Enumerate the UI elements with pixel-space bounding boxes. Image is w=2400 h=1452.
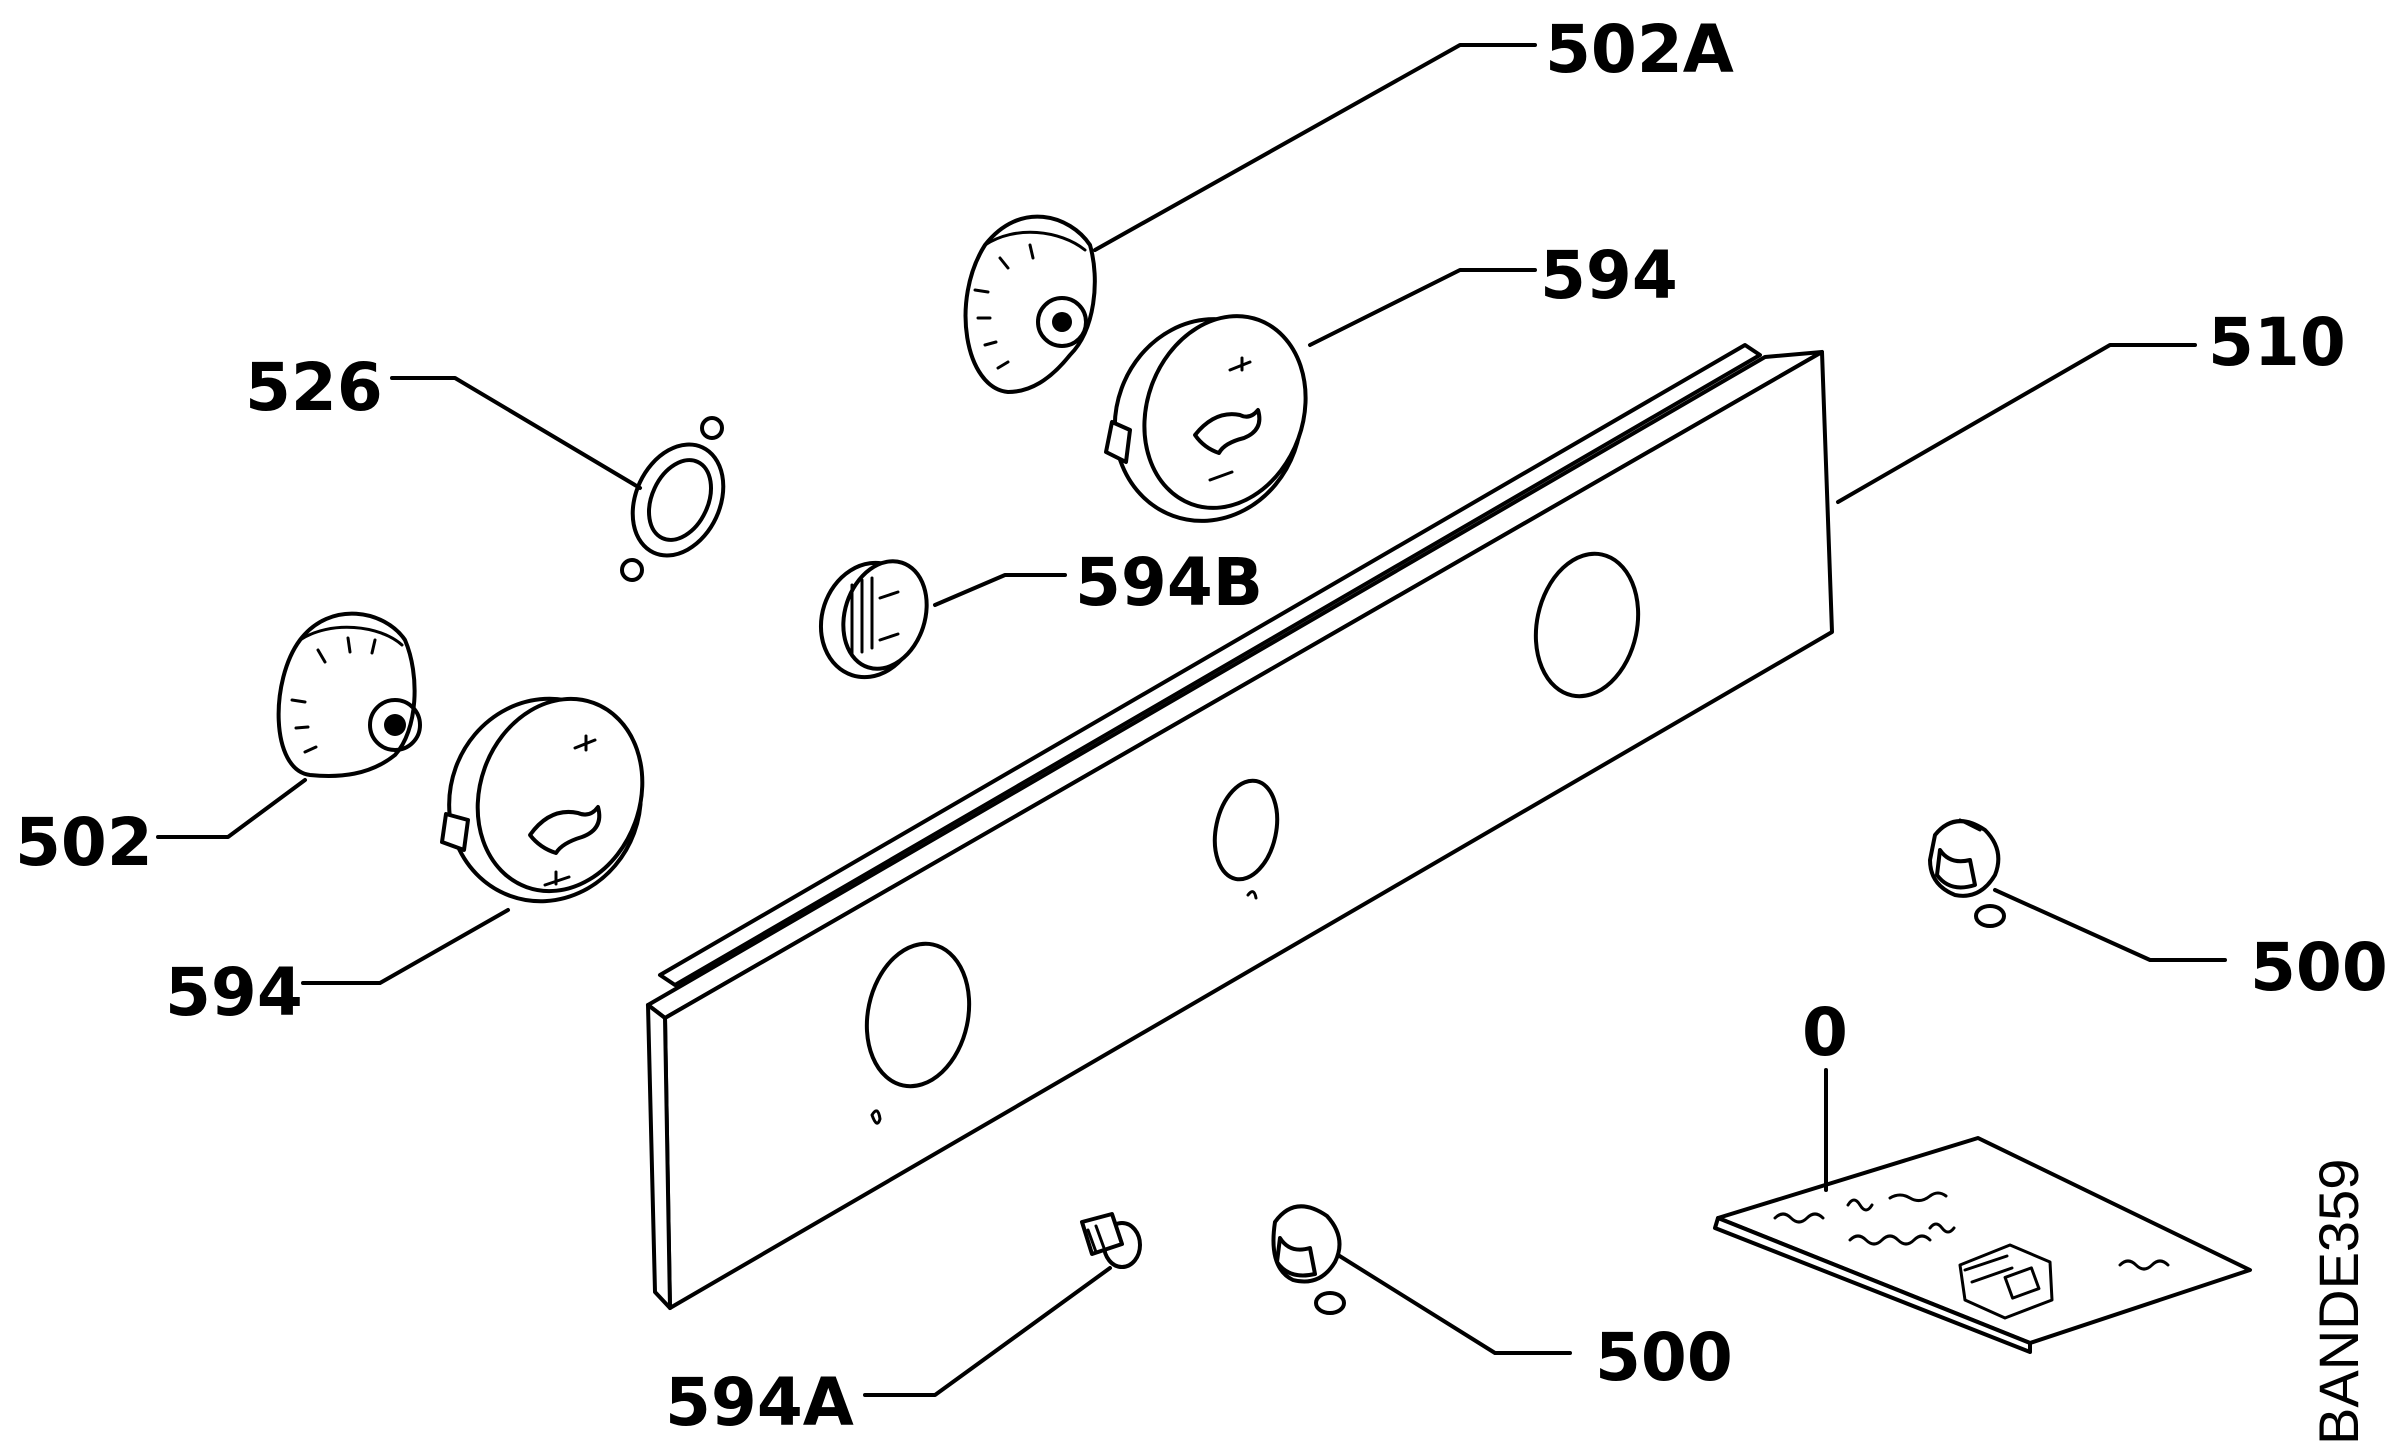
instruction-manual-0 bbox=[1713, 1136, 2252, 1354]
label-502A: 502A bbox=[1545, 11, 1734, 88]
part-labels: 502A 594 510 526 594B 502 594 500 0 594A… bbox=[15, 11, 2388, 1441]
screw-594A bbox=[1080, 1212, 1142, 1269]
leader-lines bbox=[156, 43, 2227, 1397]
knob-502A bbox=[963, 214, 1097, 394]
leader-500-bottom bbox=[1336, 1253, 1572, 1355]
label-500-right: 500 bbox=[2250, 929, 2388, 1006]
leader-526 bbox=[390, 376, 642, 490]
small-knob-500-bottom bbox=[1271, 1204, 1346, 1315]
label-526: 526 bbox=[245, 349, 383, 426]
label-0: 0 bbox=[1802, 994, 1848, 1071]
drawing-code: BANDE359 bbox=[2307, 1159, 2370, 1445]
control-panel-510 bbox=[646, 343, 1834, 1310]
leader-594B bbox=[933, 573, 1067, 607]
panel-hole-large-left bbox=[864, 941, 972, 1089]
leader-500-right bbox=[1993, 888, 2227, 962]
label-594-left: 594 bbox=[165, 954, 303, 1031]
label-500-bottom: 500 bbox=[1595, 1319, 1733, 1396]
label-594A: 594A bbox=[665, 1364, 854, 1441]
knob-skirt-594-top bbox=[1104, 314, 1308, 523]
leader-502 bbox=[156, 778, 307, 839]
label-510: 510 bbox=[2208, 304, 2346, 381]
leader-594-top bbox=[1308, 268, 1537, 347]
leader-594A bbox=[863, 1266, 1112, 1397]
knob-502 bbox=[276, 611, 422, 778]
leader-510 bbox=[1836, 343, 2197, 504]
label-502: 502 bbox=[15, 804, 153, 881]
knob-skirt-594-left bbox=[440, 696, 645, 904]
insert-594B bbox=[818, 559, 929, 680]
leader-594-left bbox=[301, 908, 510, 985]
panel-hole-large-right bbox=[1533, 551, 1641, 699]
bezel-526 bbox=[620, 416, 726, 582]
label-594B: 594B bbox=[1075, 544, 1263, 621]
panel-hole-small-center bbox=[1212, 778, 1280, 882]
small-knob-500-right bbox=[1928, 818, 2006, 928]
label-594-top: 594 bbox=[1540, 237, 1678, 314]
leader-502A bbox=[1093, 43, 1537, 252]
